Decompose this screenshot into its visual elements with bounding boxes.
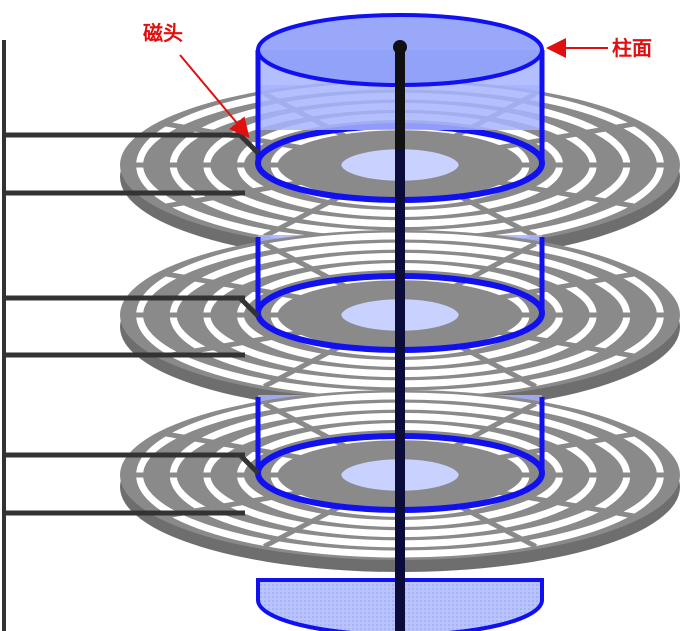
cylinder-annotation: 柱面 bbox=[546, 36, 652, 60]
sector-divider bbox=[440, 401, 537, 456]
sector-divider bbox=[472, 485, 636, 519]
platter-3 bbox=[4, 390, 680, 572]
head-pointer-arrow bbox=[179, 54, 250, 139]
platter-stack bbox=[4, 80, 680, 572]
head-tip bbox=[238, 453, 260, 475]
sector-divider bbox=[440, 241, 537, 296]
sector-divider bbox=[164, 325, 328, 359]
sector-divider bbox=[472, 325, 636, 359]
sector-divider bbox=[263, 241, 360, 296]
sector-divider bbox=[164, 175, 328, 209]
head-label: 磁头 bbox=[143, 21, 183, 45]
platter-2 bbox=[4, 230, 680, 412]
sector-divider bbox=[164, 271, 328, 305]
sector-divider bbox=[472, 175, 636, 209]
sector-divider bbox=[263, 401, 360, 456]
cylinder-label: 柱面 bbox=[612, 36, 652, 60]
sector-divider bbox=[472, 431, 636, 465]
sector-divider bbox=[472, 271, 636, 305]
head-annotation: 磁头 bbox=[143, 21, 250, 139]
spindle bbox=[393, 40, 407, 631]
head-tip bbox=[238, 296, 260, 318]
sector-divider bbox=[472, 121, 636, 155]
sector-divider bbox=[164, 431, 328, 465]
